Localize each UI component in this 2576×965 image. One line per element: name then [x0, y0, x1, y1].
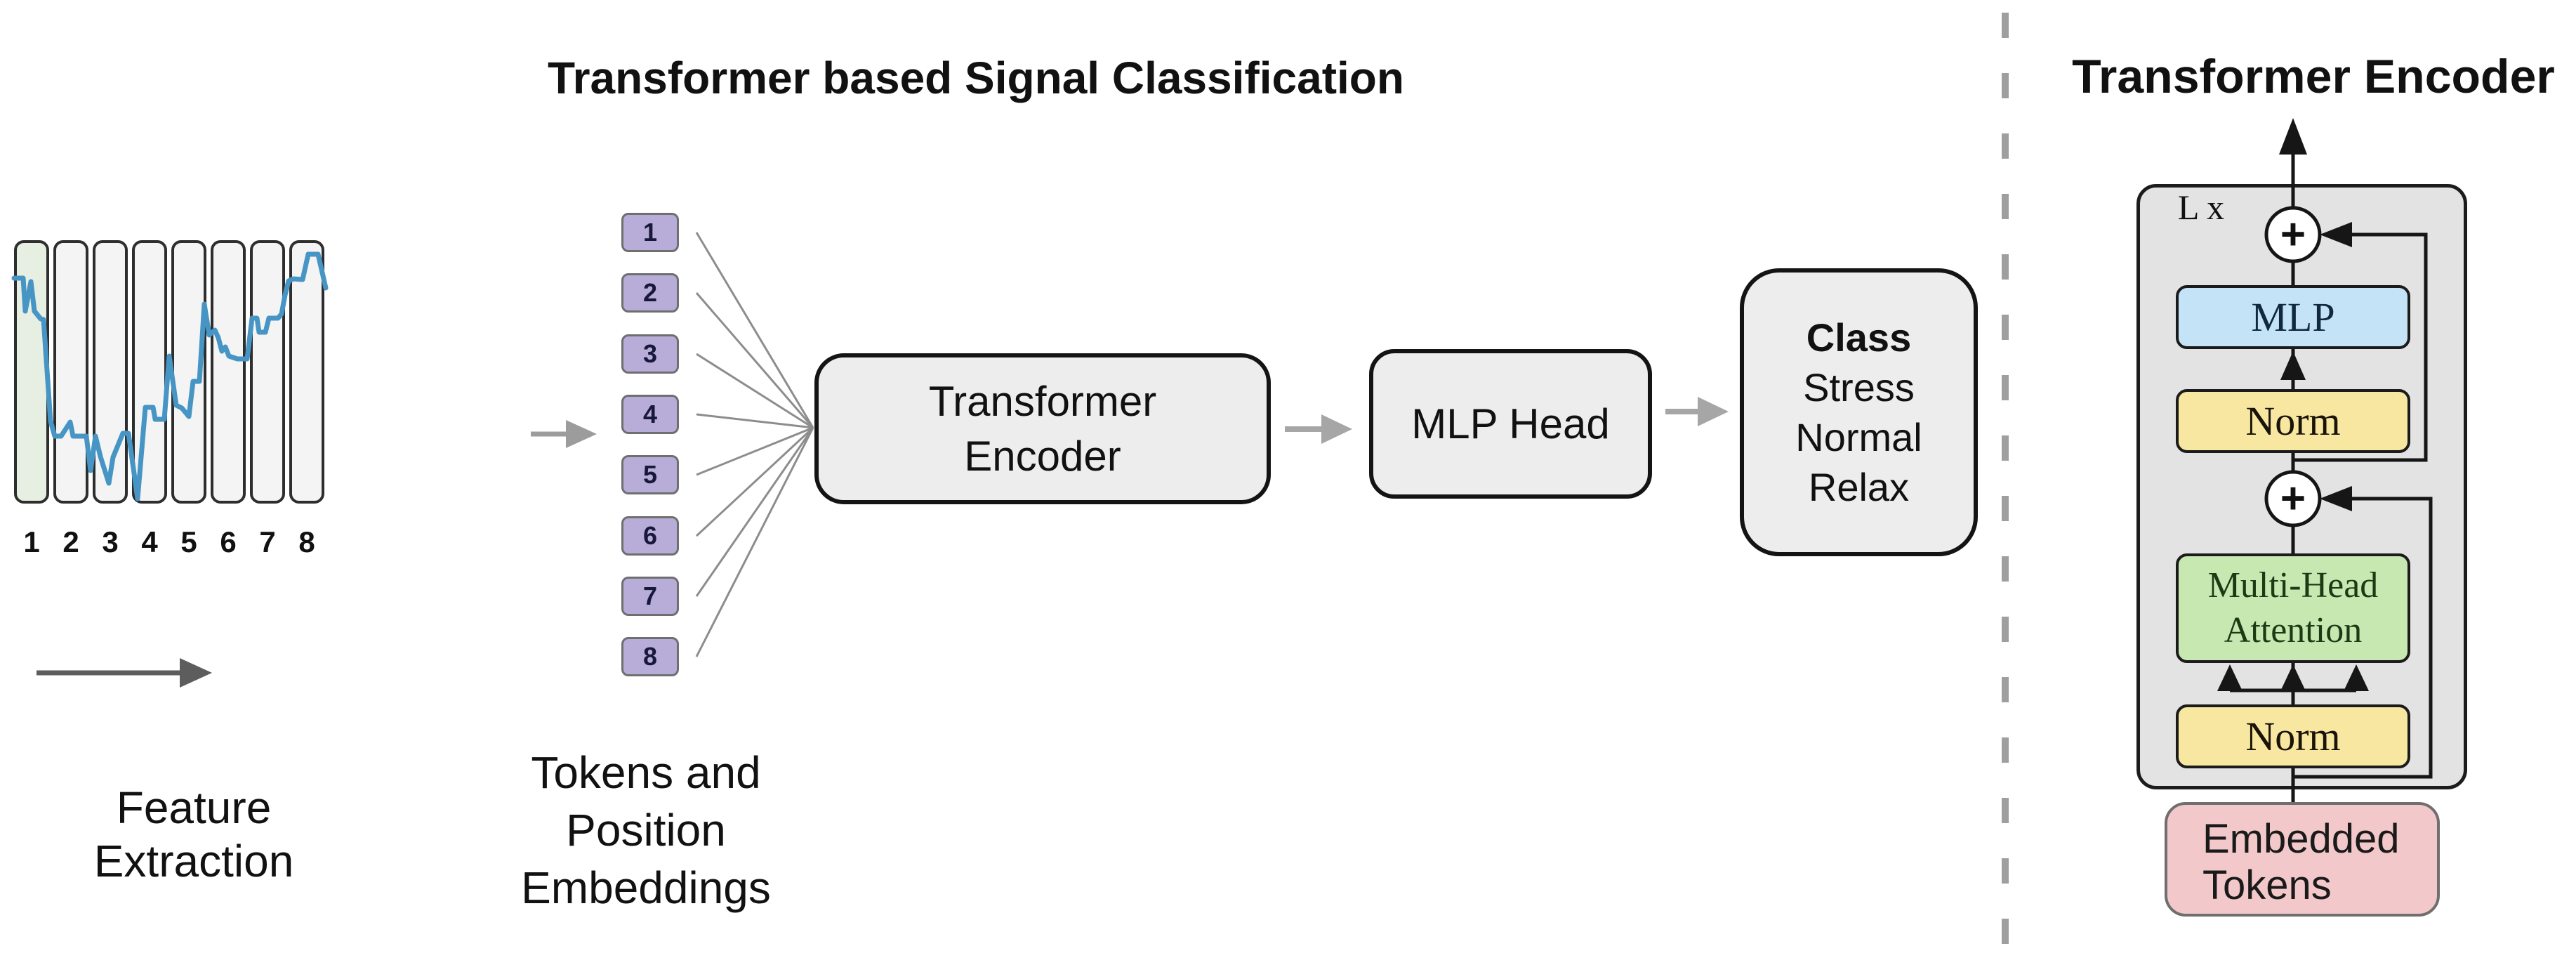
- embedded-tokens-line1: Embedded: [2202, 816, 2400, 862]
- encoder-to-mlphead-arrow-icon: [1285, 414, 1352, 444]
- mlp-block: MLP: [2176, 285, 2410, 349]
- fan-line-2: [695, 292, 814, 428]
- tokens-position-embeddings-label: Tokens and Position Embeddings: [435, 744, 857, 917]
- segment-number-8: 8: [298, 525, 315, 558]
- token-6: 6: [621, 516, 679, 556]
- feature-extraction-label-line2: Extraction: [93, 836, 294, 886]
- tokens-label-line2: Position: [566, 805, 726, 855]
- token-7: 7: [621, 577, 679, 616]
- segment-number-4: 4: [141, 525, 158, 558]
- class-item-stress: Stress: [1803, 365, 1915, 409]
- multi-head-attention-block: Multi-Head Attention: [2176, 553, 2410, 663]
- signal-segment-4: [132, 240, 167, 504]
- token-2: 2: [621, 273, 679, 313]
- segment-number-7: 7: [259, 525, 276, 558]
- token-1: 1: [621, 213, 679, 252]
- feature-extraction-label: Feature Extraction: [18, 781, 369, 888]
- embedded-tokens-box: Embedded Tokens: [2165, 802, 2440, 917]
- transformer-encoder-box: Transformer Encoder: [814, 353, 1271, 504]
- output-arrowhead-icon: [2279, 118, 2307, 155]
- fan-line-5: [696, 426, 814, 476]
- mha-label-line2: Attention: [2224, 610, 2363, 650]
- mha-label-line1: Multi-Head: [2207, 565, 2379, 605]
- fan-line-1: [695, 232, 814, 428]
- fan-line-4: [696, 413, 814, 429]
- mlp-head-box: MLP Head: [1369, 349, 1652, 499]
- token-4: 4: [621, 395, 679, 434]
- feature-extraction-label-line1: Feature: [116, 782, 272, 833]
- class-item-relax: Relax: [1808, 465, 1910, 509]
- token-3: 3: [621, 334, 679, 374]
- signal-segment-3: [93, 240, 128, 504]
- mlp-block-label: MLP: [2251, 294, 2335, 340]
- token-8: 8: [621, 637, 679, 676]
- transformer-encoder-box-line2: Encoder: [964, 432, 1121, 480]
- mlp-head-label: MLP Head: [1411, 400, 1610, 447]
- segment-number-3: 3: [102, 525, 119, 558]
- token-5: 5: [621, 455, 679, 494]
- segment-number-2: 2: [62, 525, 79, 558]
- tokens-label-line1: Tokens and: [531, 747, 761, 798]
- transformer-encoder-box-line1: Transformer: [928, 377, 1157, 425]
- norm-lower-label: Norm: [2245, 714, 2341, 759]
- embedded-tokens-line2: Tokens: [2202, 862, 2332, 908]
- signal-segment-2: [53, 240, 88, 504]
- tokens-label-line3: Embeddings: [521, 862, 771, 913]
- left-diagram-title: Transformer based Signal Classification: [548, 53, 1404, 103]
- fan-line-3: [696, 353, 814, 429]
- layers-loop-label: L x: [2177, 188, 2225, 227]
- fan-line-7: [695, 427, 814, 597]
- encoder-detail-container: [2136, 184, 2467, 789]
- signal-segment-5: [171, 240, 206, 504]
- mlphead-to-class-arrow-icon: [1665, 397, 1729, 426]
- plot-to-tokens-arrow-icon: [531, 420, 597, 448]
- norm-block-lower: Norm: [2176, 704, 2410, 768]
- token-fan-lines: [695, 232, 814, 657]
- signal-segment-6: [211, 240, 246, 504]
- fan-line-8: [695, 427, 814, 657]
- signal-segment-1: [14, 240, 49, 504]
- segment-number-1: 1: [23, 525, 40, 558]
- signal-segment-8: [289, 240, 324, 504]
- class-item-normal: Normal: [1795, 415, 1922, 459]
- class-heading: Class: [1806, 315, 1912, 360]
- fan-line-6: [695, 426, 814, 537]
- segment-number-5: 5: [180, 525, 197, 558]
- segment-number-6: 6: [220, 525, 237, 558]
- norm-upper-label: Norm: [2245, 398, 2341, 444]
- norm-block-upper: Norm: [2176, 389, 2410, 453]
- signal-segment-7: [250, 240, 285, 504]
- right-diagram-title: Transformer Encoder: [2072, 50, 2555, 103]
- feature-extraction-arrow-icon: [37, 658, 212, 688]
